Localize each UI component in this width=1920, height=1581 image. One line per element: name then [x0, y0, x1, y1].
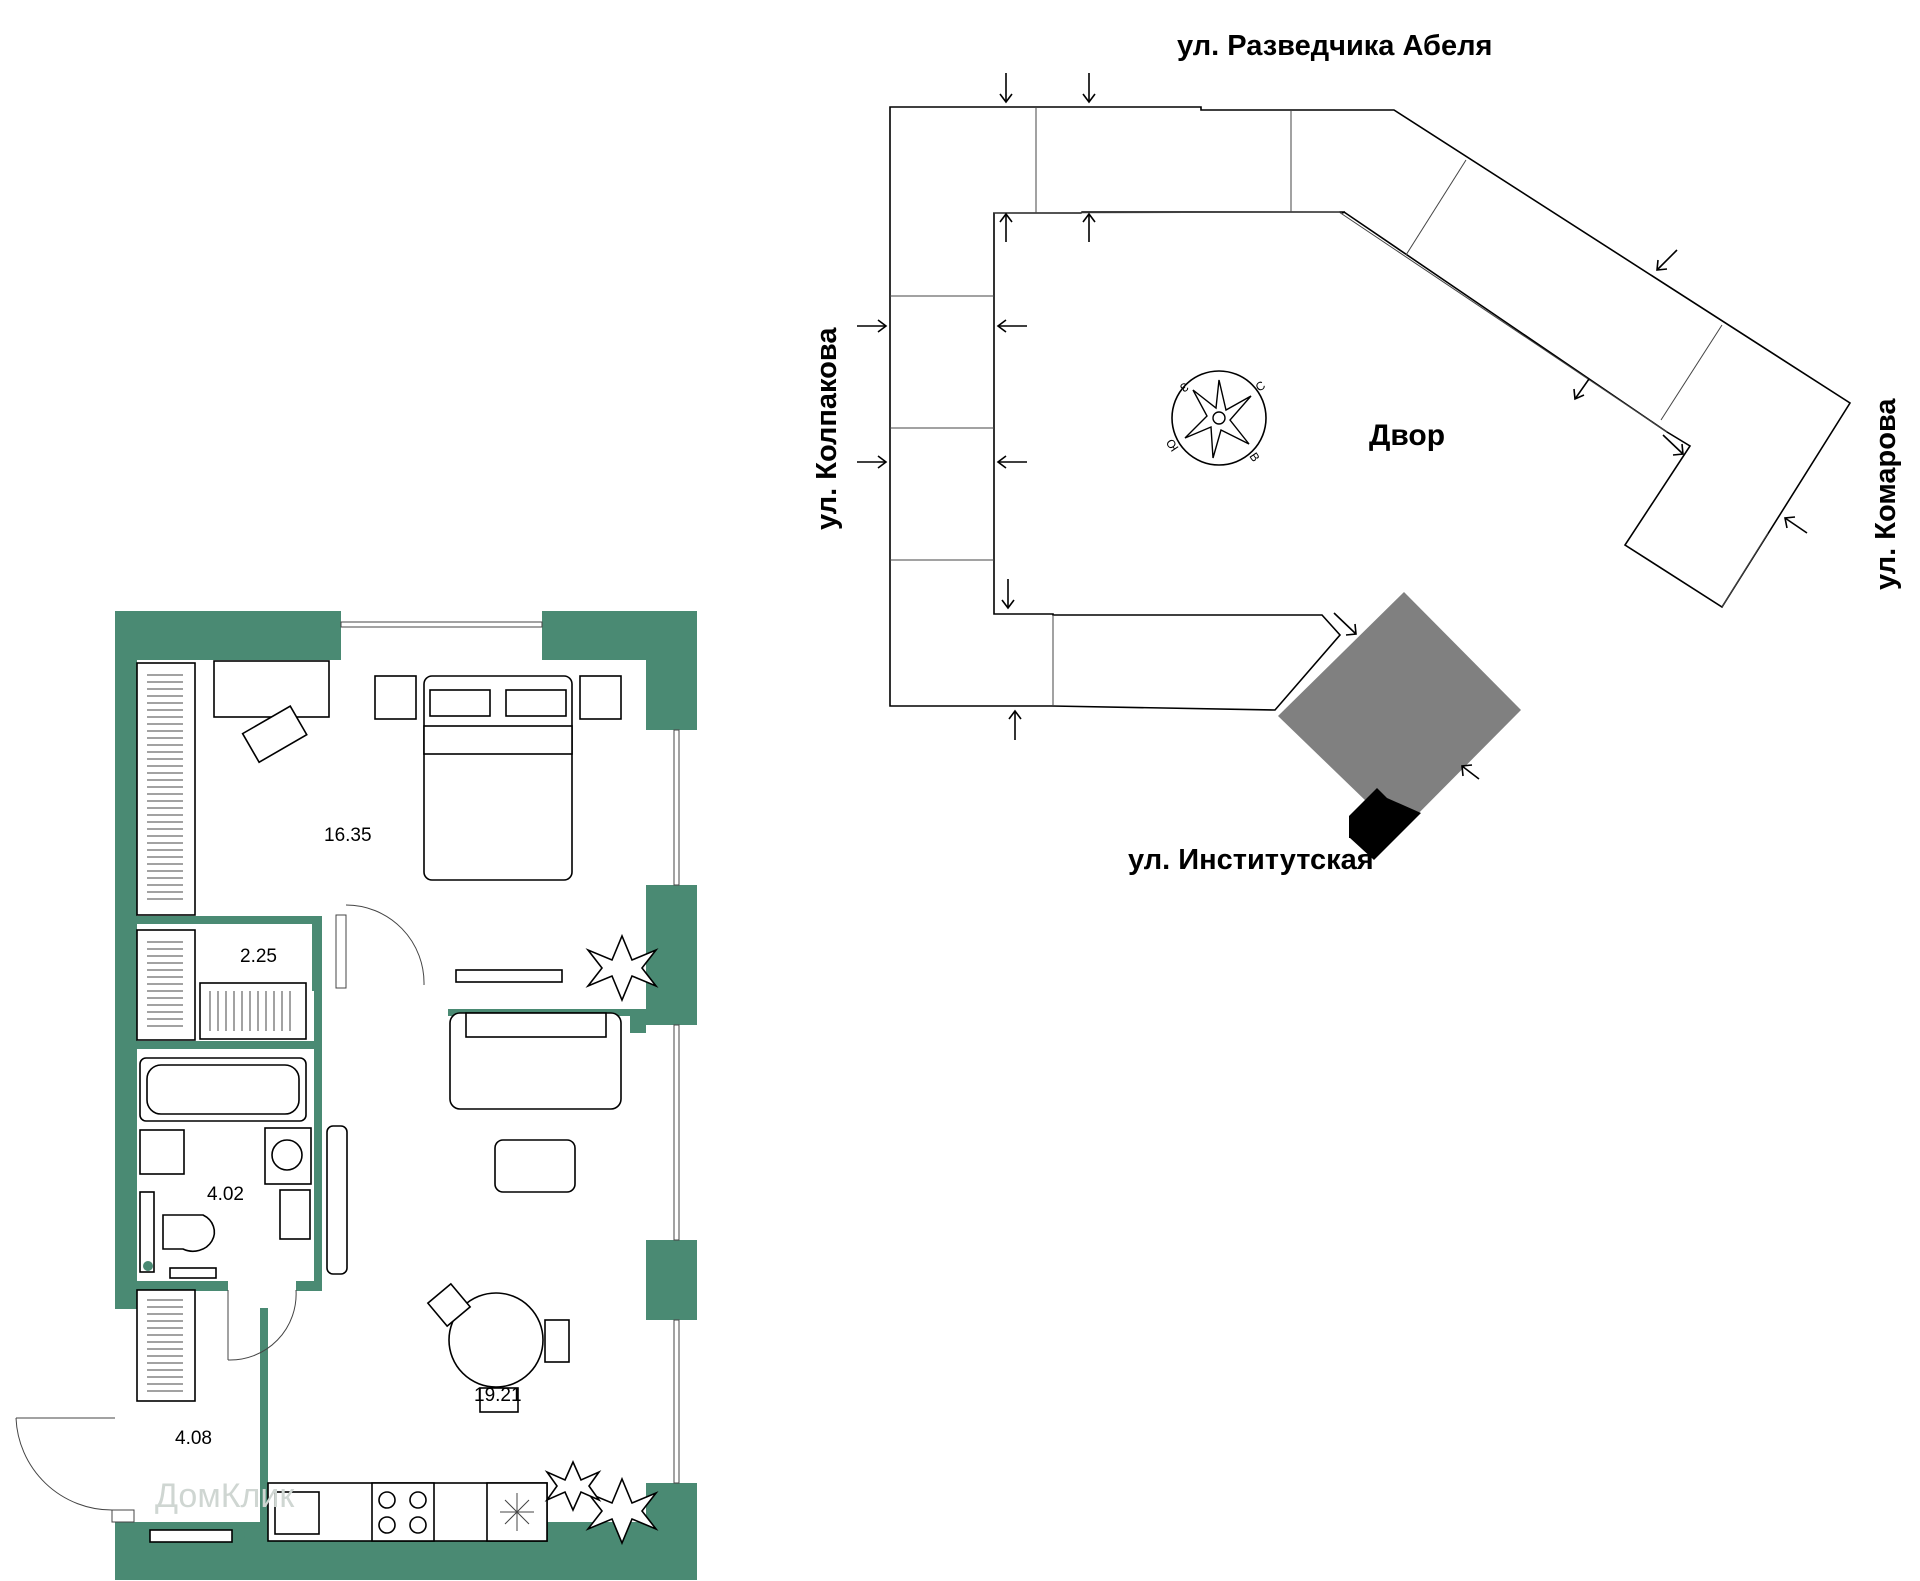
dining-chair [426, 1282, 472, 1328]
bathroom-fixtures [139, 1057, 312, 1279]
desk-chair [241, 705, 308, 764]
entrance-arrow [1082, 212, 1096, 242]
area-wardrobe: 2.25 [240, 946, 277, 967]
kitchen-counter [267, 1482, 548, 1542]
section-dividers [890, 107, 1769, 706]
window-right-3 [670, 1319, 697, 1484]
fridge-snowflake-icon [500, 1493, 534, 1531]
nightstand-right [579, 675, 622, 720]
doors [15, 904, 425, 1523]
tv-panel [326, 1125, 348, 1275]
entrance-arrow [1461, 764, 1480, 780]
compass-east: В [1247, 450, 1263, 464]
entrance-arrows [857, 73, 1808, 780]
street-right: ул. Комарова [1870, 398, 1902, 590]
entrance-arrow [1008, 709, 1022, 740]
street-bottom: ул. Институтская [1128, 844, 1374, 876]
compass-south: Ю [1163, 436, 1181, 454]
desk [213, 660, 330, 718]
window-right-2 [670, 1024, 697, 1241]
living-furniture [143, 1012, 659, 1546]
nightstand-left [374, 675, 417, 720]
floor-plan: 16.35 2.25 4.02 19.21 4.08 ДомКлик [15, 611, 697, 1580]
entrance-arrow [1333, 612, 1357, 636]
entrance-arrow [1784, 516, 1808, 534]
compass-north: С [1253, 378, 1268, 395]
cabinet [279, 1189, 311, 1240]
entrance-door [15, 1417, 115, 1511]
area-bedroom: 16.35 [324, 825, 372, 846]
area-bathroom: 4.02 [207, 1184, 244, 1205]
entrance-arrow [999, 73, 1013, 104]
entrance-arrow [1573, 378, 1590, 401]
watermark: ДомКлик [155, 1477, 295, 1515]
dining-chair [544, 1319, 570, 1363]
coffee-table [494, 1139, 576, 1193]
area-living-kitchen: 19.21 [474, 1385, 522, 1406]
entrance-arrow [999, 212, 1013, 242]
dining-chair [479, 1387, 519, 1413]
plant-icon [585, 1476, 659, 1546]
bedroom-furniture [213, 660, 659, 1003]
tv-stand [455, 969, 563, 983]
street-top: ул. Разведчика Абеля [1177, 30, 1492, 62]
entrance-arrow [1656, 249, 1678, 271]
entrance-arrow [857, 455, 888, 469]
entrance-arrow [1001, 579, 1015, 610]
window-right-1 [670, 729, 697, 886]
windows [340, 611, 697, 1484]
compass: С В Ю З [1163, 370, 1268, 466]
toilet [162, 1214, 216, 1253]
plant-icon [544, 1460, 602, 1512]
street-left: ул. Колпакова [811, 327, 843, 530]
entrance-arrow [857, 319, 888, 333]
sink [139, 1129, 185, 1175]
bathroom-door [227, 1289, 297, 1361]
compass-ring [1171, 370, 1267, 466]
entrance-arrow [996, 319, 1027, 333]
wardrobes [136, 662, 307, 1402]
entrance-arrow [1082, 73, 1096, 104]
courtyard-edge [993, 211, 1668, 433]
window-top [340, 611, 543, 635]
selected-section [1278, 592, 1521, 833]
building-outline [889, 106, 1852, 711]
dining-table [448, 1292, 544, 1388]
bedroom-door [335, 904, 425, 989]
site-plan: С В Ю З Двор ул. Разведчика Абеля ул. Ко… [811, 30, 1902, 876]
area-hall: 4.08 [175, 1428, 212, 1449]
entrance-arrow [996, 455, 1027, 469]
apartment-marker [1349, 788, 1421, 860]
radiator [149, 1529, 233, 1543]
yard-label: Двор [1369, 419, 1445, 452]
entrance-arrow [1662, 434, 1684, 456]
plant-icon [585, 933, 659, 1003]
